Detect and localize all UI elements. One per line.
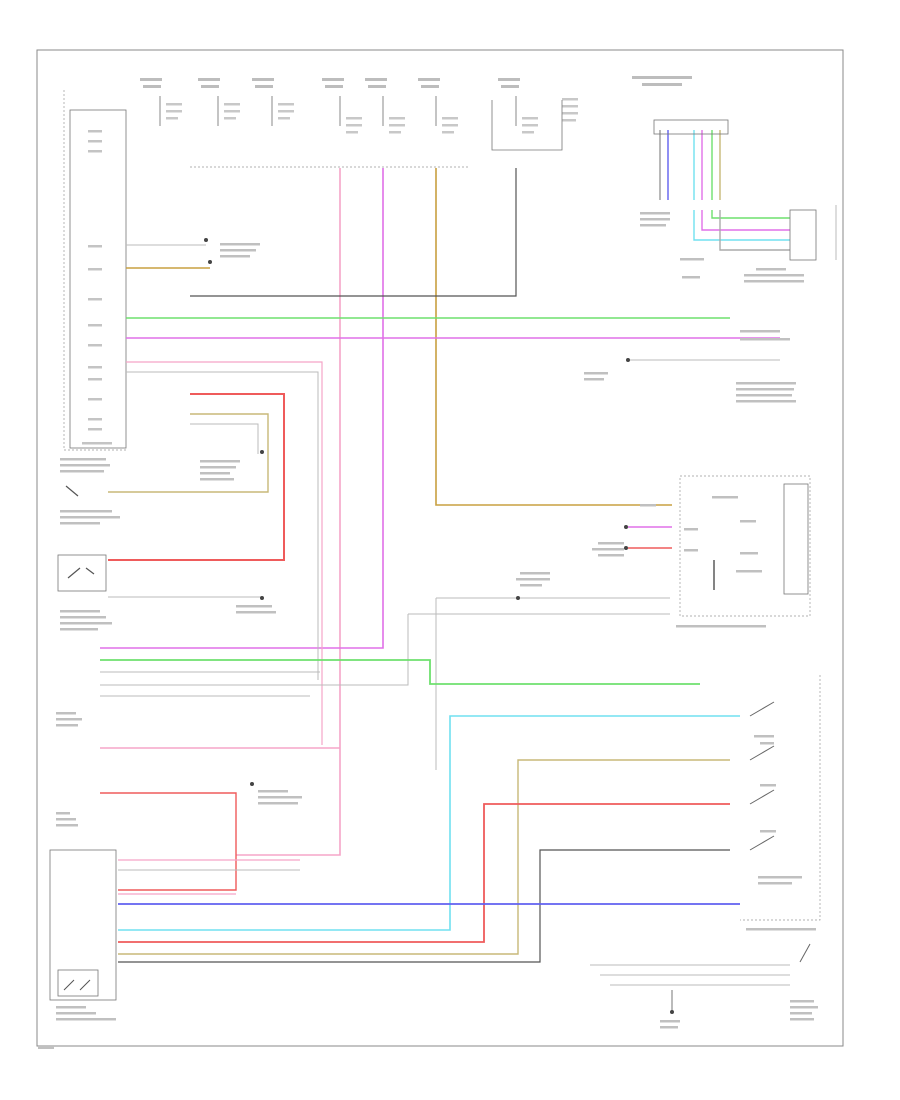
junction-block-left xyxy=(63,90,126,451)
door-lock-labels xyxy=(592,496,766,628)
wire-pink-junction xyxy=(126,361,323,745)
wire-green-lower xyxy=(100,659,700,685)
left-switch-contact xyxy=(67,567,95,579)
right-top-connector-wires xyxy=(659,130,790,251)
motor-inner xyxy=(57,969,99,997)
wire-olive xyxy=(118,759,730,955)
ground-dot xyxy=(670,1010,674,1014)
diagram-frame xyxy=(36,49,844,1047)
wire-pink-fuse-to-motor xyxy=(236,168,341,856)
instrument-panel-switch xyxy=(65,485,79,497)
junction-block-pin-labels xyxy=(82,130,112,445)
wire-dark-fuse xyxy=(190,168,517,297)
wire-tan-fuse-to-connector xyxy=(435,168,672,506)
wire-gray-vertical-2 xyxy=(100,614,409,686)
wire-magenta-fuse xyxy=(100,168,384,649)
terminal-dot-a xyxy=(624,525,628,529)
wire-red-lower xyxy=(118,803,730,943)
wire-dark-lower xyxy=(118,849,730,963)
door-lock-actuator-box xyxy=(679,475,811,617)
wire-tan-loop xyxy=(108,413,269,493)
switch-labels xyxy=(746,735,816,931)
switch-contacts xyxy=(749,701,775,851)
motor-box-lower xyxy=(49,849,117,1001)
wire-gray-loop xyxy=(190,423,259,454)
bottom-right-wires xyxy=(590,964,790,986)
switch-assembly-outline xyxy=(740,675,821,921)
left-switch-box xyxy=(57,554,107,592)
fuse-symbols xyxy=(159,96,517,126)
top-right-connector xyxy=(653,119,729,135)
bottom-right-switch xyxy=(799,943,811,963)
right-top-switch-body xyxy=(789,209,817,261)
fuse-box-bracket xyxy=(491,100,563,151)
terminal-dots xyxy=(204,238,630,786)
junction-block-body xyxy=(69,109,127,449)
wire-red-motor xyxy=(100,792,237,891)
left-labels xyxy=(38,458,120,1049)
bottom-right-labels xyxy=(660,1000,818,1029)
fuse-labels-small xyxy=(166,98,578,134)
wire-red-loop xyxy=(108,393,285,561)
terminal-dot-b xyxy=(624,546,628,550)
door-lock-motor-rect xyxy=(783,483,809,595)
top-fuse-labels xyxy=(140,76,692,88)
wire-gray-junction-2 xyxy=(126,371,319,680)
wire-cyan xyxy=(118,715,740,931)
centre-labels xyxy=(200,212,804,805)
motor-inner-contact xyxy=(63,979,91,991)
